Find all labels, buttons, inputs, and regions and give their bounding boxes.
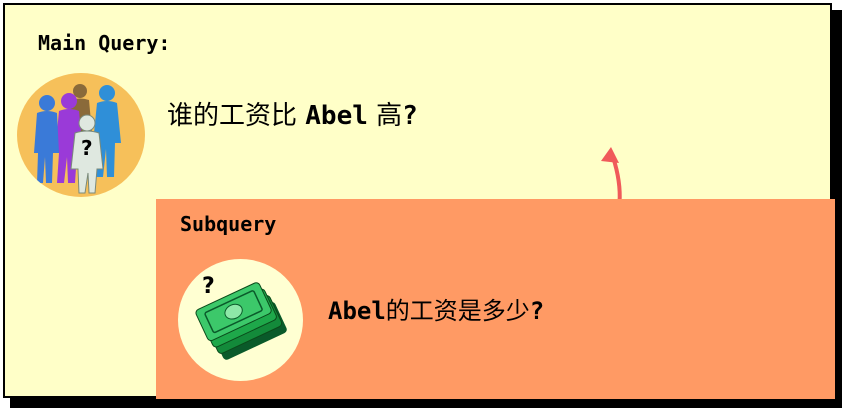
main-question-suffix: 高 (367, 101, 403, 131)
people-question-mark: ? (81, 136, 93, 160)
main-question-prefix: 谁的工资比 (167, 101, 306, 131)
subquery-question-text: 的工资是多少 (385, 297, 530, 325)
main-query-label: Main Query: (38, 31, 171, 55)
subquery-panel: Subquery ? Abel的工资是多少? (156, 199, 835, 399)
money-question-mark: ? (202, 274, 215, 299)
people-group-icon: ? (17, 73, 145, 197)
main-query-panel: Main Query: (3, 3, 835, 399)
subquery-question-mark: ? (529, 297, 545, 325)
main-question-mark: ? (402, 101, 418, 131)
subquery-label: Subquery (180, 212, 277, 236)
main-question-name: Abel (305, 101, 368, 131)
main-question: 谁的工资比 Abel 高? (167, 95, 418, 132)
subquery-question-name: Abel (328, 297, 386, 325)
subquery-question: Abel的工资是多少? (328, 291, 544, 326)
money-icon: ? (178, 259, 303, 381)
